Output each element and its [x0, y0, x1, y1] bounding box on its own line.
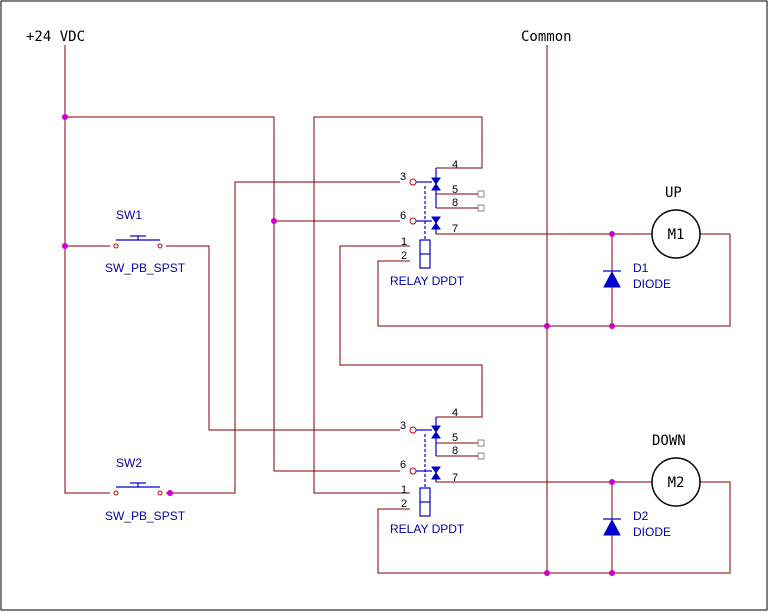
relay1-pin4: 4 — [452, 159, 458, 171]
d1-value: DIODE — [633, 277, 671, 291]
switch-sw1[interactable]: SW1 SW_PB_SPST — [105, 208, 186, 275]
relay2-pin8: 8 — [452, 445, 458, 457]
diode-d2[interactable]: D2 DIODE — [603, 509, 671, 539]
m2-ref: M2 — [668, 475, 685, 491]
relay2-pin5: 5 — [452, 432, 458, 444]
diode-d1[interactable]: D1 DIODE — [603, 261, 671, 291]
up-label: UP — [665, 185, 682, 201]
sw2-value: SW_PB_SPST — [105, 509, 186, 523]
down-label: DOWN — [652, 433, 686, 449]
common-label: Common — [521, 29, 572, 45]
relay1-pin1: 1 — [401, 236, 407, 248]
relay1-pin2: 2 — [401, 250, 407, 262]
relay1-pin6: 6 — [400, 210, 406, 222]
d2-value: DIODE — [633, 525, 671, 539]
relay1-pin3: 3 — [400, 171, 406, 183]
relay-1[interactable]: 3 4 5 6 8 7 1 2 RELAY DPDT — [390, 159, 485, 288]
relay1-pin5: 5 — [452, 184, 458, 196]
relay2-pin4: 4 — [452, 407, 458, 419]
relay1-value: RELAY DPDT — [390, 274, 465, 288]
relay-2[interactable]: 3 4 5 6 8 7 1 2 RELAY DPDT — [390, 407, 485, 536]
relay2-value: RELAY DPDT — [390, 522, 465, 536]
wires — [64, 45, 731, 574]
relay2-pin3: 3 — [400, 420, 406, 432]
relay2-pin2: 2 — [401, 498, 407, 510]
relay2-pin6: 6 — [400, 459, 406, 471]
motor-m1[interactable]: M1 — [651, 209, 701, 259]
switch-sw2[interactable]: SW2 SW_PB_SPST — [105, 456, 186, 523]
sw1-ref: SW1 — [116, 208, 142, 222]
m1-ref: M1 — [668, 227, 685, 243]
relay2-pin7: 7 — [452, 472, 458, 484]
d1-ref: D1 — [633, 261, 649, 275]
relay2-pin1: 1 — [401, 484, 407, 496]
sw2-ref: SW2 — [116, 456, 142, 470]
junctions — [62, 114, 615, 576]
supply-label: +24 VDC — [26, 29, 85, 45]
relay1-pin7: 7 — [452, 223, 458, 235]
d2-ref: D2 — [633, 509, 649, 523]
sw1-value: SW_PB_SPST — [105, 261, 186, 275]
relay1-pin8: 8 — [452, 197, 458, 209]
motor-m2[interactable]: M2 — [651, 457, 701, 507]
